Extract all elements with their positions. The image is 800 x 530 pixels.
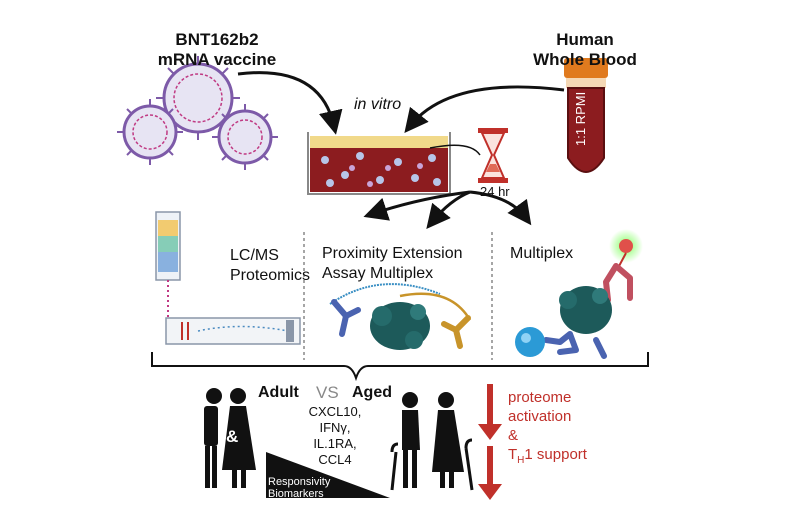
th-rest: 1 support bbox=[524, 446, 587, 463]
adult-amp: & bbox=[226, 427, 239, 446]
biomarker-item: IFNγ, bbox=[319, 420, 351, 435]
vaccine-title-line1: BNT162b2 bbox=[175, 30, 259, 49]
aged-amp: & bbox=[421, 430, 434, 449]
outcome-line2: activation bbox=[508, 408, 572, 425]
virus-particle-icon bbox=[117, 99, 183, 165]
arrow-to-pea bbox=[426, 190, 471, 229]
culture-dish-icon bbox=[307, 132, 451, 195]
biomarker-item: CXCL10, bbox=[308, 404, 362, 419]
timer-connector bbox=[429, 144, 481, 156]
blood-title-line1: Human bbox=[556, 30, 614, 49]
lcms-label-line1: LC/MS bbox=[230, 247, 279, 264]
lcms-label: LC/MS Proteomics bbox=[230, 246, 310, 286]
vs-label: VS bbox=[316, 383, 339, 402]
blood-arrow bbox=[404, 85, 565, 134]
th-sub: H bbox=[517, 455, 525, 466]
responsivity-wedge bbox=[266, 452, 390, 498]
responsivity-label: Responsivity Biomarkers bbox=[268, 476, 330, 500]
invitro-label: in vitro bbox=[354, 96, 402, 113]
arrow-to-multiplex bbox=[469, 190, 532, 226]
th1-support-label: TH1 support bbox=[508, 445, 587, 470]
blood-title-line2: Whole Blood bbox=[533, 50, 637, 69]
blood-title: Human Whole Blood bbox=[520, 30, 650, 70]
outcome-text: proteome activation & TH1 support bbox=[508, 388, 587, 470]
responsivity-label-line1: Responsivity bbox=[268, 476, 331, 488]
lcms-column-icon bbox=[155, 211, 301, 345]
blood-tube-icon bbox=[564, 58, 608, 173]
outcome-amp: & bbox=[508, 427, 519, 444]
arrow-to-lcms bbox=[363, 190, 471, 221]
lcms-label-line2: Proteomics bbox=[230, 267, 311, 284]
biomarker-list: CXCL10, IFNγ, IL.1RA, CCL4 bbox=[290, 404, 380, 468]
pea-label-line1: Proximity Extension bbox=[322, 245, 463, 262]
decrease-arrow-icon bbox=[478, 446, 502, 500]
hourglass-icon bbox=[478, 128, 508, 183]
pea-label-line2: Assay Multiplex bbox=[322, 265, 434, 282]
decrease-arrow-icon bbox=[478, 384, 502, 440]
tube-label: 1:1 RPMI bbox=[573, 91, 588, 146]
grouping-brace bbox=[151, 352, 649, 382]
vaccine-title-line2: mRNA vaccine bbox=[157, 50, 277, 69]
outcome-line1: proteome bbox=[508, 389, 572, 406]
biomarker-item: IL.1RA, bbox=[313, 436, 357, 451]
responsivity-label-line2: Biomarkers bbox=[268, 488, 324, 500]
timer-label: 24 hr bbox=[480, 184, 510, 199]
adult-couple-icon bbox=[204, 388, 256, 488]
adult-label: Adult bbox=[258, 384, 299, 401]
biomarker-item: CCL4 bbox=[318, 452, 352, 467]
aged-label: Aged bbox=[352, 384, 392, 401]
pea-assay-icon bbox=[329, 283, 472, 350]
multiplex-assay-icon bbox=[515, 229, 643, 359]
virus-particle-icon bbox=[212, 104, 278, 170]
multiplex-label: Multiplex bbox=[510, 245, 574, 262]
pea-label: Proximity Extension Assay Multiplex bbox=[322, 244, 463, 284]
vaccine-title: BNT162b2 mRNA vaccine bbox=[148, 30, 286, 70]
vaccine-arrow bbox=[237, 71, 343, 135]
th-main: T bbox=[508, 446, 518, 463]
aged-couple-icon bbox=[390, 392, 474, 491]
